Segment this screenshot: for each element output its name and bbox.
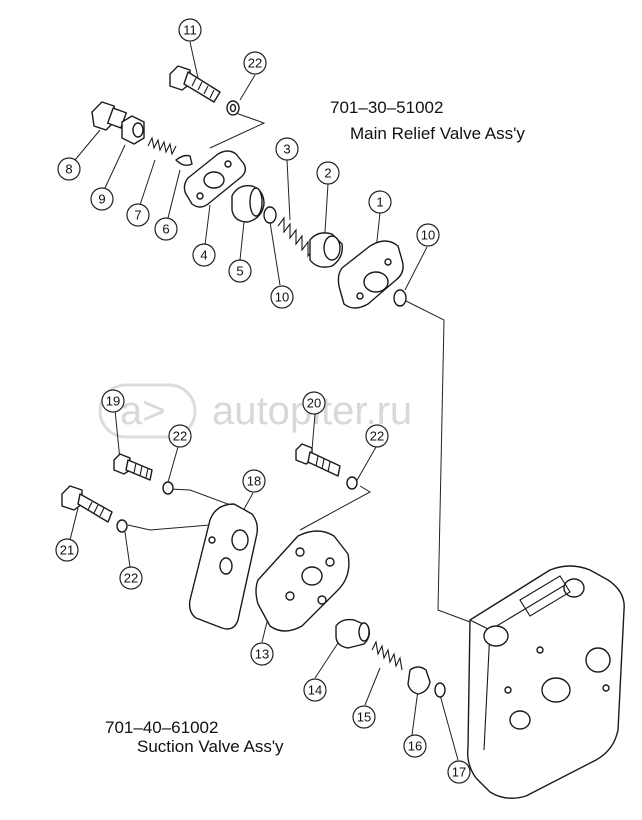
callout-20: 20 [302,391,326,415]
control-valve-block [466,565,625,799]
svg-text:4: 4 [200,248,207,263]
svg-text:6: 6 [162,222,169,237]
callout-22: 22 [243,51,267,75]
svg-text:15: 15 [357,710,371,725]
svg-text:18: 18 [247,474,261,489]
valve-body-1 [337,240,404,309]
bolt-21 [61,485,113,523]
bolt-11 [169,65,221,103]
svg-text:7: 7 [134,208,141,223]
callout-4: 4 [192,243,216,267]
main-relief-part-number: 701–30–51002 [330,98,443,117]
svg-text:1: 1 [376,195,383,210]
cover-18 [188,503,259,630]
callout-5: 5 [228,259,252,283]
svg-text:5: 5 [236,264,243,279]
spring-7 [147,136,177,156]
callout-3: 3 [275,137,299,161]
svg-text:16: 16 [408,739,422,754]
suction-valve-part-number: 701–40–61002 [105,718,218,737]
svg-text:a>: a> [120,389,166,433]
svg-text:19: 19 [106,394,120,409]
washer-22c [346,476,358,490]
flange-4 [183,150,247,208]
callout-19: 19 [101,389,125,413]
washer-22b [162,481,174,495]
callouts: 11 22 8 9 7 6 4 5 3 2 10 1 10 19 22 20 2… [55,18,471,784]
svg-text:10: 10 [275,290,289,305]
watermark: a> autopiter.ru [98,383,412,439]
callout-6: 6 [154,217,178,241]
svg-text:21: 21 [60,543,74,558]
housing-13 [255,530,350,632]
o-ring-10b [393,289,407,307]
callout-16: 16 [403,734,427,758]
callout-9: 9 [90,187,114,211]
svg-text:22: 22 [248,56,262,71]
callout-2: 2 [316,161,340,185]
o-ring-10a [263,206,277,224]
svg-text:22: 22 [370,429,384,444]
poppet-6 [175,154,193,167]
callout-8: 8 [57,157,81,181]
plug-8 [91,101,128,131]
svg-text:11: 11 [183,23,197,38]
callout-14: 14 [303,678,327,702]
svg-text:14: 14 [308,683,322,698]
svg-text:22: 22 [124,571,138,586]
washer-22d [116,519,128,533]
svg-text:20: 20 [307,396,321,411]
callout-1: 1 [368,190,392,214]
leader-lines [69,41,471,761]
svg-text:2: 2 [324,166,331,181]
main-relief-name: Main Relief Valve Ass'y [350,124,525,143]
piston-2 [309,232,343,268]
svg-text:8: 8 [65,162,72,177]
callout-13: 13 [250,642,274,666]
bolt-20 [295,443,341,477]
svg-text:22: 22 [173,429,187,444]
svg-text:9: 9 [98,192,105,207]
bolt-19 [113,453,153,481]
callout-11: 11 [178,18,202,42]
check-valve-14 [335,618,371,649]
suction-valve-name: Suction Valve Ass'y [137,737,284,756]
spring-3 [277,216,315,258]
svg-text:13: 13 [255,647,269,662]
svg-text:10: 10 [421,228,435,243]
callout-15: 15 [352,705,376,729]
seat-5 [231,185,265,223]
callout-21: 21 [55,538,79,562]
o-ring-17 [434,682,446,698]
callout-22d: 22 [119,566,143,590]
callout-10: 10 [270,285,294,309]
spring-15 [371,640,403,671]
svg-text:3: 3 [283,142,290,157]
callout-22c: 22 [365,424,389,448]
callout-18: 18 [242,469,266,493]
callout-22b: 22 [168,424,192,448]
svg-text:17: 17 [452,765,466,780]
callout-17: 17 [447,760,471,784]
plug-16 [407,666,431,695]
callout-7: 7 [126,203,150,227]
nut-9 [121,115,145,145]
callout-10b: 10 [416,223,440,247]
